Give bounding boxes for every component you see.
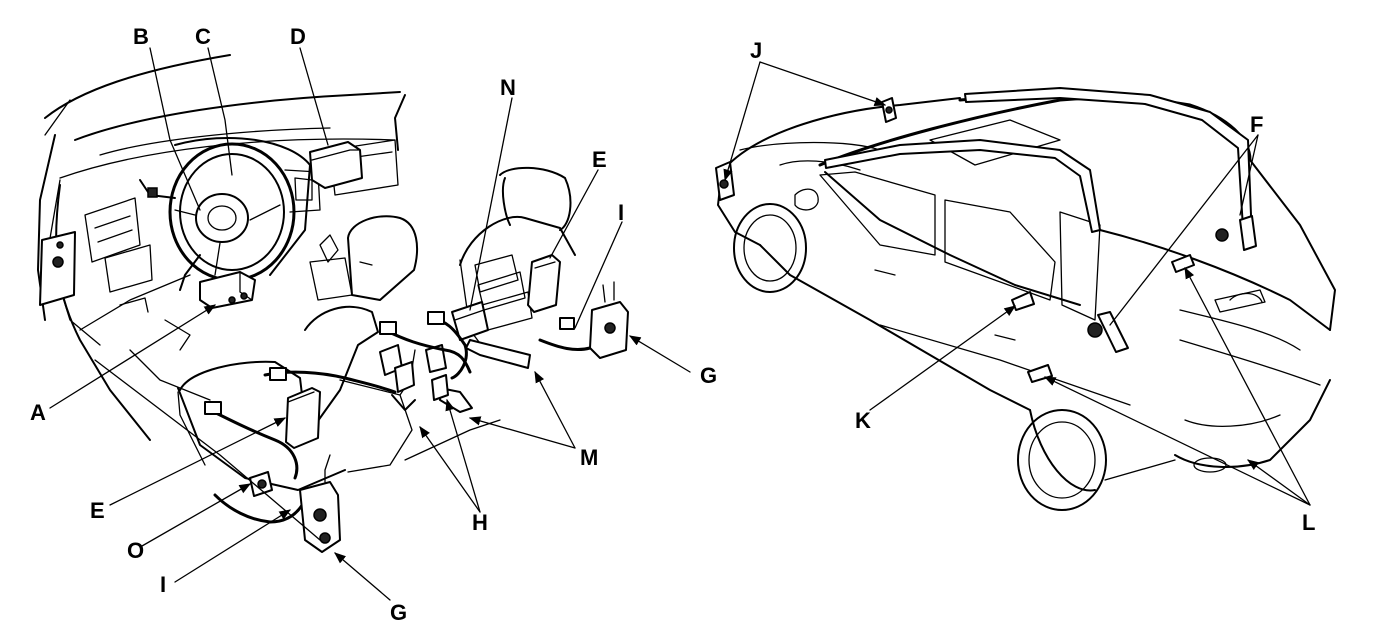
callout-o: O: [127, 538, 144, 563]
front-seats-illustration: [94, 166, 629, 553]
callout-labels: B C D N E I G A M E H O I G J F K L: [30, 24, 1315, 625]
interior-illustration: [37, 54, 406, 441]
callout-g-right: G: [700, 363, 717, 388]
callout-m: M: [580, 445, 598, 470]
callout-e-right: E: [592, 147, 607, 172]
callout-c: C: [195, 24, 211, 49]
callout-d: D: [290, 24, 306, 49]
callout-b: B: [133, 24, 149, 49]
callout-i-left: I: [160, 572, 166, 597]
callout-g-bottom: G: [390, 600, 407, 625]
callout-n: N: [500, 75, 516, 100]
callout-j: J: [750, 38, 762, 63]
callout-h: H: [472, 510, 488, 535]
car-exterior-illustration: [715, 87, 1336, 511]
callout-e-left: E: [90, 498, 105, 523]
callout-a: A: [30, 400, 46, 425]
leader-lines: [49, 47, 1311, 601]
callout-l: L: [1302, 510, 1315, 535]
callout-k: K: [855, 408, 871, 433]
callout-f: F: [1250, 112, 1263, 137]
callout-i-right: I: [618, 200, 624, 225]
